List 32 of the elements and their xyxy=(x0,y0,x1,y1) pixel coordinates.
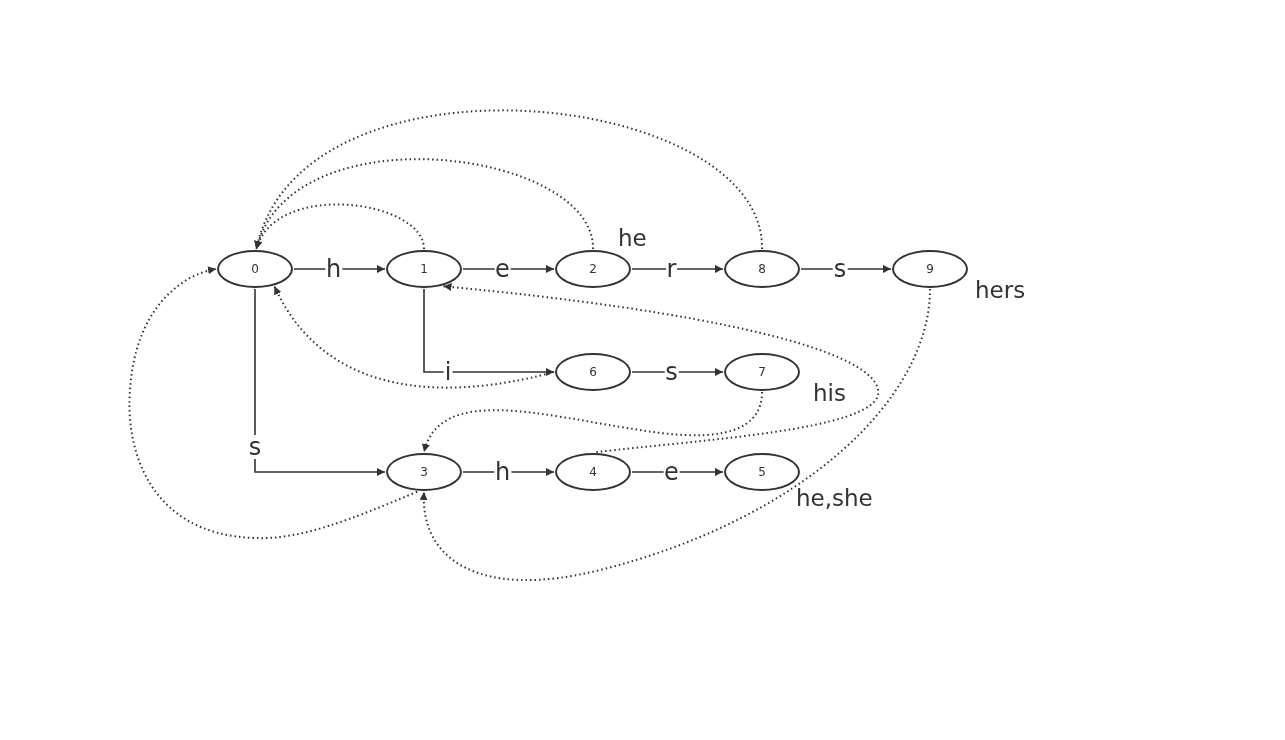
arrow xyxy=(255,110,763,250)
arrow xyxy=(631,468,724,476)
arrow xyxy=(423,288,555,376)
state-number: 3 xyxy=(420,465,428,479)
arrow xyxy=(273,285,555,389)
edge-label: s xyxy=(247,435,263,459)
output-label: hers xyxy=(975,277,1026,303)
arrow xyxy=(293,265,386,273)
state-ellipse xyxy=(724,453,800,491)
state-number: 1 xyxy=(420,262,428,276)
state-number: 9 xyxy=(926,262,934,276)
state-number: 7 xyxy=(758,365,766,379)
state-number: 6 xyxy=(589,365,597,379)
arrow xyxy=(128,266,419,540)
arrow xyxy=(255,203,425,250)
state-number: 4 xyxy=(589,465,597,479)
arrow xyxy=(420,288,931,582)
arrow xyxy=(800,265,892,273)
state-number: 5 xyxy=(758,465,766,479)
arrow xyxy=(631,265,724,273)
state-number: 0 xyxy=(251,262,259,276)
arrow xyxy=(254,288,386,476)
arrow xyxy=(462,265,555,273)
arrow xyxy=(423,391,763,453)
output-label: his xyxy=(813,380,846,406)
state-ellipse xyxy=(386,250,462,288)
state-number: 2 xyxy=(589,262,597,276)
output-label: he xyxy=(618,225,647,251)
arrow xyxy=(631,368,724,376)
arrow xyxy=(462,468,555,476)
state-number: 8 xyxy=(758,262,766,276)
output-label: he,she xyxy=(796,485,873,511)
